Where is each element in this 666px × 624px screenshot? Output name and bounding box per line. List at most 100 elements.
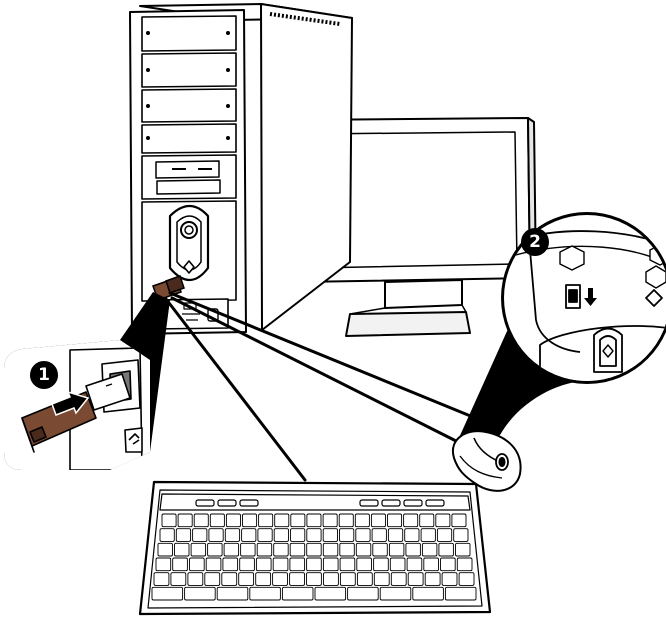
keyboard-key [356, 543, 371, 556]
keyboard-key [425, 573, 440, 586]
keyboard-key [206, 558, 221, 571]
keyboard-key [406, 543, 421, 556]
keyboard-key [323, 543, 338, 556]
keyboard-key [223, 558, 238, 571]
keyboard-key [456, 543, 471, 556]
media-key [404, 500, 422, 506]
keyboard-key [176, 529, 190, 542]
keyboard-key [178, 514, 192, 527]
keyboard-key [315, 587, 346, 600]
keyboard-key [171, 573, 186, 586]
keyboard-key [282, 587, 313, 600]
callout-1-inset [4, 340, 154, 472]
keyboard-key [357, 573, 372, 586]
keyboard-key [258, 529, 272, 542]
keyboard-key [340, 543, 355, 556]
keyboard-key [239, 573, 254, 586]
keyboard-key [324, 573, 339, 586]
keyboard-key [160, 529, 174, 542]
keyboard-key [374, 558, 389, 571]
keyboard-key [257, 543, 272, 556]
keyboard-key [275, 514, 289, 527]
keyboard-key [442, 573, 457, 586]
keyboard-key [191, 543, 206, 556]
keyboard-key [307, 573, 322, 586]
media-key [218, 500, 236, 506]
keyboard-key [225, 529, 239, 542]
keyboard-key [371, 514, 385, 527]
keyboard-key [373, 543, 388, 556]
media-key [382, 500, 400, 506]
keyboard-key [441, 558, 456, 571]
media-key [360, 500, 378, 506]
keyboard-key [356, 529, 370, 542]
keyboard-key [290, 573, 305, 586]
keyboard-key [173, 558, 188, 571]
keyboard-key [323, 514, 337, 527]
wireless-keyboard [140, 482, 490, 614]
keyboard-key [307, 514, 321, 527]
keyboard-key [190, 558, 205, 571]
keyboard-key [445, 587, 476, 600]
keyboard-key [185, 587, 216, 600]
keyboard-key [210, 514, 224, 527]
keyboard-key [243, 514, 257, 527]
keyboard-key [323, 558, 338, 571]
keyboard-key [408, 573, 423, 586]
keyboard-key [274, 529, 288, 542]
keyboard-key [290, 558, 305, 571]
monitor-neck [385, 280, 462, 308]
keyboard-key [241, 543, 256, 556]
step-2-number: 2 [522, 229, 548, 255]
keyboard-key [156, 558, 171, 571]
keyboard-key [413, 587, 444, 600]
drive-bays [142, 16, 236, 153]
media-key [240, 500, 258, 506]
keyboard-key [374, 573, 389, 586]
keyboard-key [259, 514, 273, 527]
keyboard-key [307, 529, 321, 542]
keyboard-key [380, 587, 411, 600]
keyboard-key [389, 543, 404, 556]
keyboard-key [390, 558, 405, 571]
keyboard-key [340, 529, 354, 542]
keyboard-key [256, 558, 271, 571]
keyboard-key [273, 558, 288, 571]
keyboard-key [459, 573, 474, 586]
keyboard-key [208, 543, 223, 556]
keyboard-key [188, 573, 203, 586]
keyboard-key [424, 558, 439, 571]
keyboard-key [162, 514, 176, 527]
keyboard-key [226, 514, 240, 527]
keyboard-key [439, 543, 454, 556]
keyboard-key [348, 587, 379, 600]
keyboard-key [154, 573, 169, 586]
keyboard-key [242, 529, 256, 542]
keyboard-key [339, 514, 353, 527]
media-key [196, 500, 214, 506]
keyboard-key [436, 514, 450, 527]
keyboard-key [357, 558, 372, 571]
media-key [426, 500, 444, 506]
keyboard-key [457, 558, 472, 571]
keyboard-key [454, 529, 468, 542]
step-1-number: 1 [31, 362, 57, 388]
keyboard-key [420, 514, 434, 527]
keyboard-key [391, 573, 406, 586]
keyboard-key [437, 529, 451, 542]
keyboard-key [152, 587, 183, 600]
keyboard-key [422, 543, 437, 556]
keyboard-key [388, 514, 402, 527]
keyboard-key [421, 529, 435, 542]
keyboard-key [224, 543, 239, 556]
keyboard-key [256, 573, 271, 586]
keyboard-key [291, 529, 305, 542]
keyboard-key [307, 543, 322, 556]
keyboard-key [158, 543, 173, 556]
keyboard-key [405, 529, 419, 542]
keyboard-key [340, 558, 355, 571]
keyboard-key [290, 543, 305, 556]
keyboard-key [205, 573, 220, 586]
keyboard-key [452, 514, 466, 527]
